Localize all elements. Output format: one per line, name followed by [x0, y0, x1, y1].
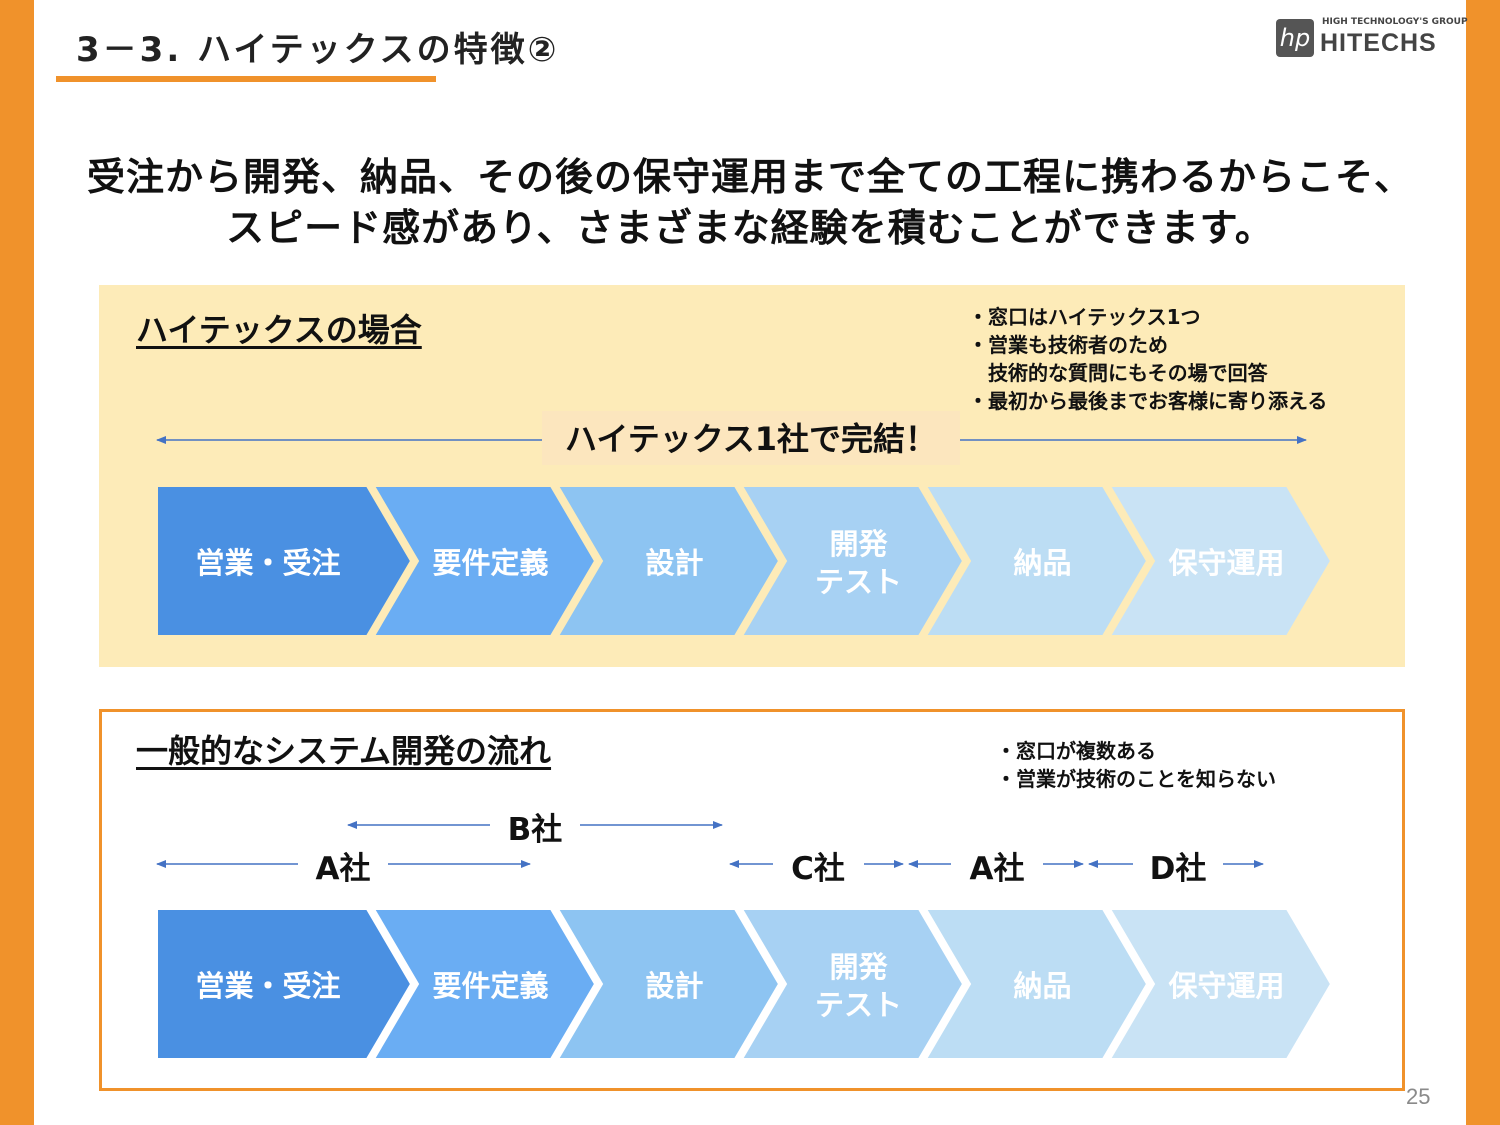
logo-name: HITECHS [1320, 29, 1437, 57]
process-step-label: 設計 [645, 546, 704, 580]
process-step-label: 保守運用 [1168, 969, 1285, 1003]
process-step-label: 納品 [1013, 546, 1072, 580]
process-step-label: 営業・受注 [195, 546, 341, 580]
left-accent-bar [0, 0, 34, 1125]
process-step-label: 開発テスト [814, 950, 902, 1022]
headline-line-1: 受注から開発、納品、その後の保守運用まで全ての工程に携わるからこそ、 [86, 155, 1413, 199]
note-item: ・営業も技術者のため [968, 333, 1168, 357]
process-step-label: 営業・受注 [195, 969, 341, 1003]
process-step-label: 設計 [645, 969, 704, 1003]
vendor-label-d: D社 [1149, 851, 1207, 887]
hitechs-banner-background [542, 411, 960, 465]
vendor-label-b: B社 [507, 812, 563, 848]
general-case-heading: 一般的なシステム開発の流れ [136, 732, 552, 770]
right-accent-bar [1466, 0, 1500, 1125]
process-step-label: 要件定義 [432, 969, 549, 1003]
process-step-label: 保守運用 [1168, 546, 1285, 580]
slide-title: 3－3. ハイテックスの特徴② [76, 30, 560, 70]
note-item: ・営業が技術のことを知らない [996, 767, 1276, 791]
title-underline [56, 76, 436, 82]
process-step-label: 開発テスト [814, 527, 902, 599]
logo-tagline: HIGH TECHNOLOGY'S GROUP [1322, 17, 1468, 27]
hitechs-case-notes: ・窓口はハイテックス1つ ・営業も技術者のため 技術的な質問にもその場で回答 ・… [968, 303, 1327, 415]
headline-line-2: スピード感があり、さまざまな経験を積むことができます。 [226, 206, 1274, 250]
note-item: 技術的な質問にもその場で回答 [968, 361, 1268, 385]
note-item: ・最初から最後までお客様に寄り添える [968, 389, 1328, 413]
vendor-label-a: A社 [315, 851, 371, 887]
process-step-label: 納品 [1013, 969, 1072, 1003]
page-number: 25 [1406, 1084, 1431, 1109]
process-step-label: 要件定義 [432, 546, 549, 580]
logo-mark-icon: hp [1276, 19, 1314, 57]
hitechs-case-heading: ハイテックスの場合 [136, 311, 422, 349]
note-item: ・窓口はハイテックス1つ [968, 305, 1201, 329]
note-item: ・窓口が複数ある [996, 739, 1156, 763]
hitechs-banner: ハイテックス1社で完結！ [564, 420, 938, 458]
company-logo: hp HIGH TECHNOLOGY'S GROUP HITECHS [1276, 17, 1468, 61]
vendor-label-a-second: A社 [969, 851, 1025, 887]
vendor-label-c: C社 [791, 851, 845, 887]
general-case-notes: ・窓口が複数ある ・営業が技術のことを知らない [996, 737, 1276, 793]
